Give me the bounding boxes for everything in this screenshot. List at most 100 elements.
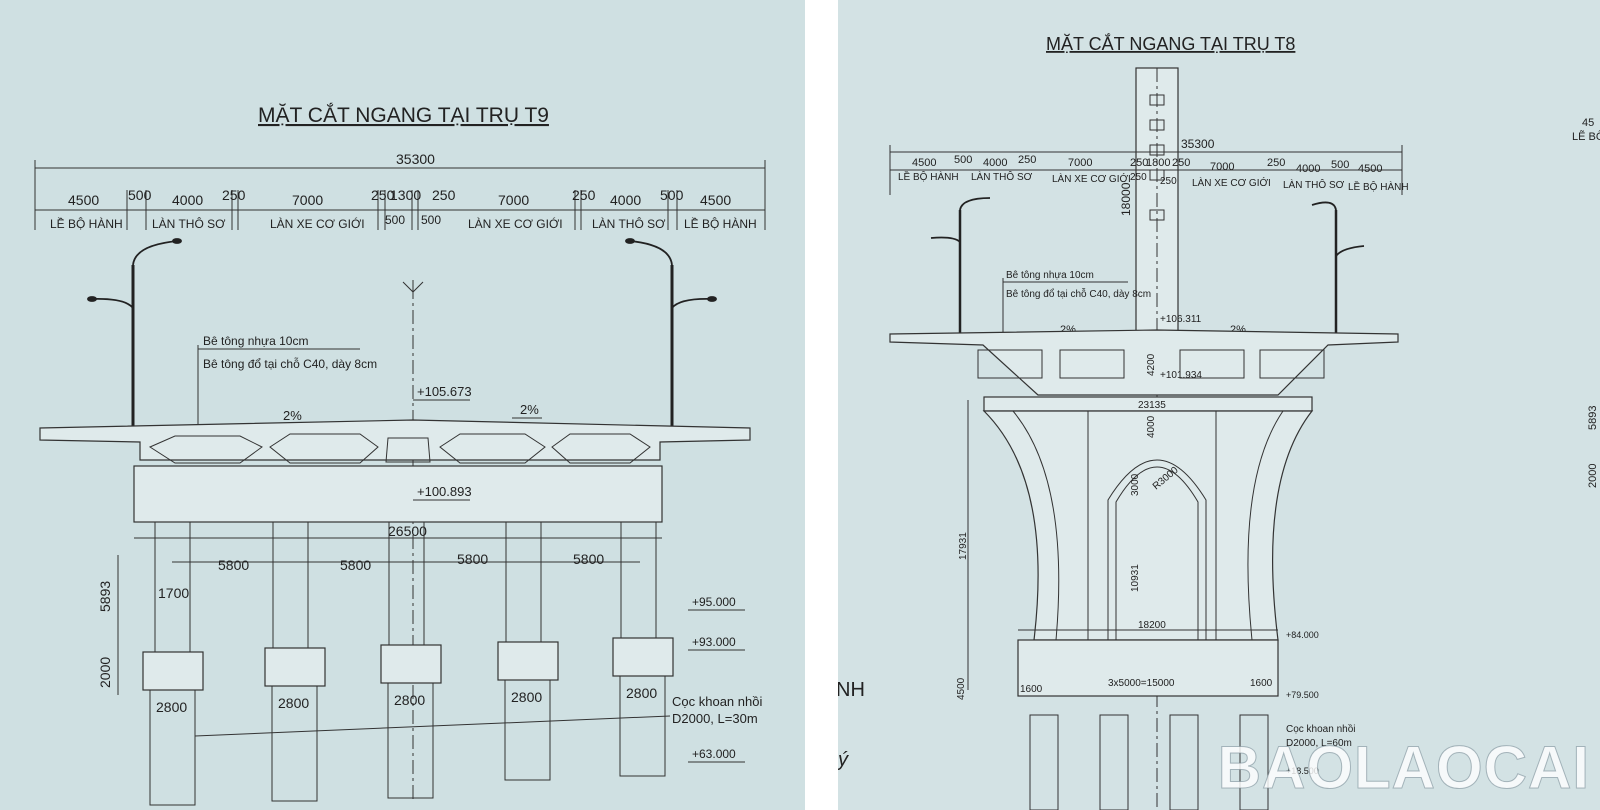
t8-dim-4500: 4500 xyxy=(956,677,967,700)
t9-footing-1: 2800 xyxy=(156,699,187,715)
t9-pile-note-1: Cọc khoan nhồi xyxy=(672,694,762,709)
t9-dim-sub-500-l: 500 xyxy=(385,213,405,227)
t8-lane-motor-l: LÀN XE CƠ GIỚI xyxy=(1052,172,1131,185)
t9-elev-93: +93.000 xyxy=(692,635,736,649)
t8-dim-3000: 3000 xyxy=(1130,473,1141,496)
t9-footing-4: 2800 xyxy=(511,689,542,705)
t9-dim-1300: 1300 xyxy=(390,187,421,203)
t8-deck-cells xyxy=(977,349,1325,379)
t8-dim-4000: 4000 xyxy=(1146,415,1157,438)
watermark-logo: BAOLAOCAI xyxy=(1217,734,1590,802)
t8-dim-4000-l: 4000 xyxy=(983,157,1007,169)
t8-note-concrete: Bê tông đổ tại chỗ C40, dày 8cm xyxy=(1006,287,1151,300)
t8-edge-1600-r: 1600 xyxy=(1250,678,1273,689)
t8-total-width: 35300 xyxy=(1181,137,1215,151)
t9-height-col: 5893 xyxy=(97,581,113,612)
t9-cap-beam xyxy=(133,465,663,523)
t9-slope-right: 2% xyxy=(520,402,539,417)
t8-dim-sub-250-l: 250 xyxy=(1130,172,1147,183)
t8-dim-10931: 10931 xyxy=(1130,564,1141,592)
t8-edge-label: LẼ BÔ xyxy=(1572,130,1600,143)
t9-dim-250-ml: 250 xyxy=(371,187,395,203)
t9-title: MẶT CẮT NGANG TẠI TRỤ T9 xyxy=(258,103,549,127)
t8-elev-79: +79.500 xyxy=(1286,690,1319,700)
t9-spacing-2: 5800 xyxy=(340,557,371,573)
t9-footing-3: 2800 xyxy=(394,692,425,708)
t9-columns xyxy=(154,521,657,653)
t8-deck xyxy=(889,329,1399,396)
t9-spacing-1: 5800 xyxy=(218,557,249,573)
t9-total-width: 35300 xyxy=(396,151,435,167)
t9-dim-7000-r: 7000 xyxy=(498,192,529,208)
t9-lane-motor-l: LÀN XE CƠ GIỚI xyxy=(270,216,365,231)
t9-spacings: 5800 5800 5800 5800 xyxy=(218,551,604,573)
t8-footing xyxy=(1017,639,1279,697)
t9-piles xyxy=(149,675,666,806)
t8-elev-beam: +101.934 xyxy=(1160,370,1202,381)
drawing-t9-panel: MẶT CẮT NGANG TẠI TRỤ T9 35300 4500 500 … xyxy=(0,0,805,810)
t9-spacing-4: 5800 xyxy=(573,551,604,567)
t8-piles xyxy=(1029,714,1269,810)
t9-axis-symbol xyxy=(402,280,424,293)
t8-edge-dim-2000: 2000 xyxy=(1587,464,1599,488)
t8-side-fragment-2: ý xyxy=(838,749,849,771)
t8-base-width: 18200 xyxy=(1138,620,1166,631)
t8-lane-bike-r: LÀN THÔ SƠ xyxy=(1283,178,1345,191)
t8-arch-opening xyxy=(1107,459,1207,640)
t8-dim-sub-250-r: 250 xyxy=(1160,176,1177,187)
t9-pile-note-2: D2000, L=30m xyxy=(672,711,758,726)
t8-lane-sidewalk-l: LỀ BỘ HÀNH xyxy=(898,170,959,183)
t8-title: MẶT CẮT NGANG TẠI TRỤ T8 xyxy=(1046,33,1295,54)
t9-drawing: MẶT CẮT NGANG TẠI TRỤ T9 35300 4500 500 … xyxy=(34,103,766,806)
t9-dims-top: 4500 500 4000 250 7000 250 1300 250 7000… xyxy=(68,187,731,208)
t8-pile-note-1: Cọc khoan nhồi xyxy=(1286,723,1356,735)
t9-elev-beam: +100.893 xyxy=(417,484,472,499)
t8-pier-body xyxy=(982,410,1314,641)
t8-lane-sidewalk-r: LỀ BỘ HÀNH xyxy=(1348,180,1409,193)
drawing-t8-panel: MẶT CẮT NGANG TẠI TRỤ T8 18000 35300 450… xyxy=(838,0,1600,810)
t8-edge-fragments: 45 LẼ BÔ 5893 2000 xyxy=(1572,117,1600,488)
t9-dim-500-l: 500 xyxy=(128,187,152,203)
t8-street-light-right xyxy=(1311,201,1365,335)
t8-edge-1600-l: 1600 xyxy=(1020,684,1043,695)
t9-dim-250-l: 250 xyxy=(222,187,246,203)
t8-lane-motor-r: LÀN XE CƠ GIỚI xyxy=(1192,176,1271,189)
t8-footing-dims: 1600 3x5000=15000 1600 xyxy=(1020,678,1273,695)
t8-elev-18: +18.500 xyxy=(1286,766,1319,776)
t9-cap-width: 26500 xyxy=(388,523,427,539)
t8-pile-note-2: D2000, L=60m xyxy=(1286,738,1352,749)
t9-deck-cells xyxy=(148,433,651,464)
t9-lane-motor-r: LÀN XE CƠ GIỚI xyxy=(468,216,563,231)
t9-dim-4000-r: 4000 xyxy=(610,192,641,208)
t8-dim-7000-r: 7000 xyxy=(1210,161,1234,173)
t9-street-light-right xyxy=(625,238,717,430)
t8-dim-1800: 1800 xyxy=(1146,157,1170,169)
t9-elevations: +95.000 +93.000 +63.000 xyxy=(692,595,736,761)
t8-dim-250-r: 250 xyxy=(1267,157,1285,169)
t8-dim-4500-r: 4500 xyxy=(1358,163,1382,175)
t9-note-concrete: Bê tông đổ tại chỗ C40, dày 8cm xyxy=(203,356,377,371)
t9-dim-ticks xyxy=(126,190,678,230)
t8-elev-84: +84.000 xyxy=(1286,630,1319,640)
t8-dims-sub: 250 250 xyxy=(1130,172,1177,187)
t9-deck xyxy=(39,419,751,461)
t9-slope-left: 2% xyxy=(283,408,302,423)
t8-dim-17931: 17931 xyxy=(958,532,969,560)
t8-dim-7000-l: 7000 xyxy=(1068,157,1092,169)
t9-lane-sidewalk-r: LỀ BỘ HÀNH xyxy=(684,216,757,231)
t8-elevations: +84.000 +79.500 +18.500 xyxy=(1286,630,1319,776)
t8-dim-250-ml: 250 xyxy=(1130,157,1148,169)
t8-dim-500-r: 500 xyxy=(1331,159,1349,171)
t9-elev-95: +95.000 xyxy=(692,595,736,609)
t8-edge-dim-45: 45 xyxy=(1582,117,1594,129)
t9-lane-bike-l: LÀN THÔ SƠ xyxy=(152,216,226,231)
t8-pile-spacing: 3x5000=15000 xyxy=(1108,678,1175,689)
t9-footing-widths: 2800 2800 2800 2800 2800 xyxy=(156,685,657,715)
t8-dim-4200: 4200 xyxy=(1146,353,1157,376)
t8-dim-4000-r: 4000 xyxy=(1296,163,1320,175)
t9-height-footing: 2000 xyxy=(97,657,113,688)
t9-footing-2: 2800 xyxy=(278,695,309,711)
t8-elev-top: +106.311 xyxy=(1160,314,1202,325)
t8-cap-width: 23135 xyxy=(1138,400,1166,411)
t9-elev-63: +63.000 xyxy=(692,747,736,761)
